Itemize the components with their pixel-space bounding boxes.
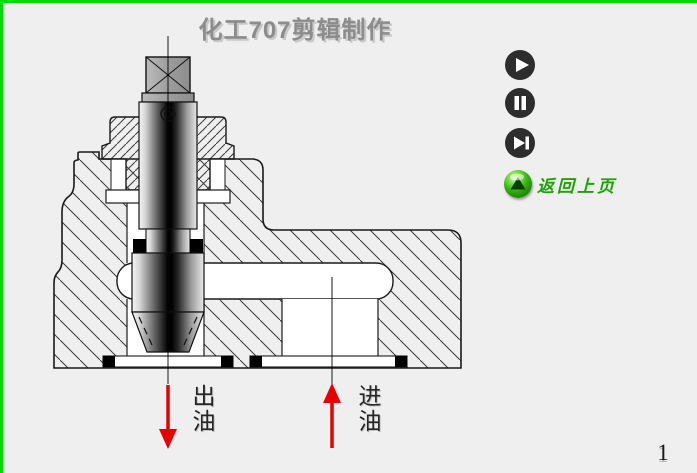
back-to-previous-page-button[interactable]: 返回上页	[504, 169, 617, 199]
gland-nut	[101, 116, 235, 204]
skip-next-button[interactable]	[505, 128, 535, 158]
inlet-label: 进油	[355, 384, 380, 434]
pause-button[interactable]	[505, 88, 535, 118]
centerlines	[167, 36, 333, 384]
play-icon	[516, 58, 529, 72]
seal-ring-right	[190, 239, 203, 253]
bottom-slots-and-seals	[102, 355, 408, 368]
page-title: 化工707剪辑制作	[198, 17, 392, 44]
stage-border-left	[0, 0, 3, 473]
inlet-flow-arrow	[323, 383, 341, 448]
outlet-label: 出油	[189, 384, 214, 434]
seal-ring-left	[133, 239, 146, 253]
oil-inlet-passage	[281, 299, 379, 357]
outlet-flow-arrow	[159, 385, 177, 449]
stage-border-top	[0, 0, 697, 3]
up-triangle-icon	[504, 170, 532, 198]
page-number: 1	[657, 440, 669, 465]
play-button[interactable]	[505, 50, 535, 80]
pause-icon	[514, 96, 526, 110]
back-button-label: 返回上页	[537, 176, 617, 196]
skip-next-icon	[514, 136, 529, 150]
